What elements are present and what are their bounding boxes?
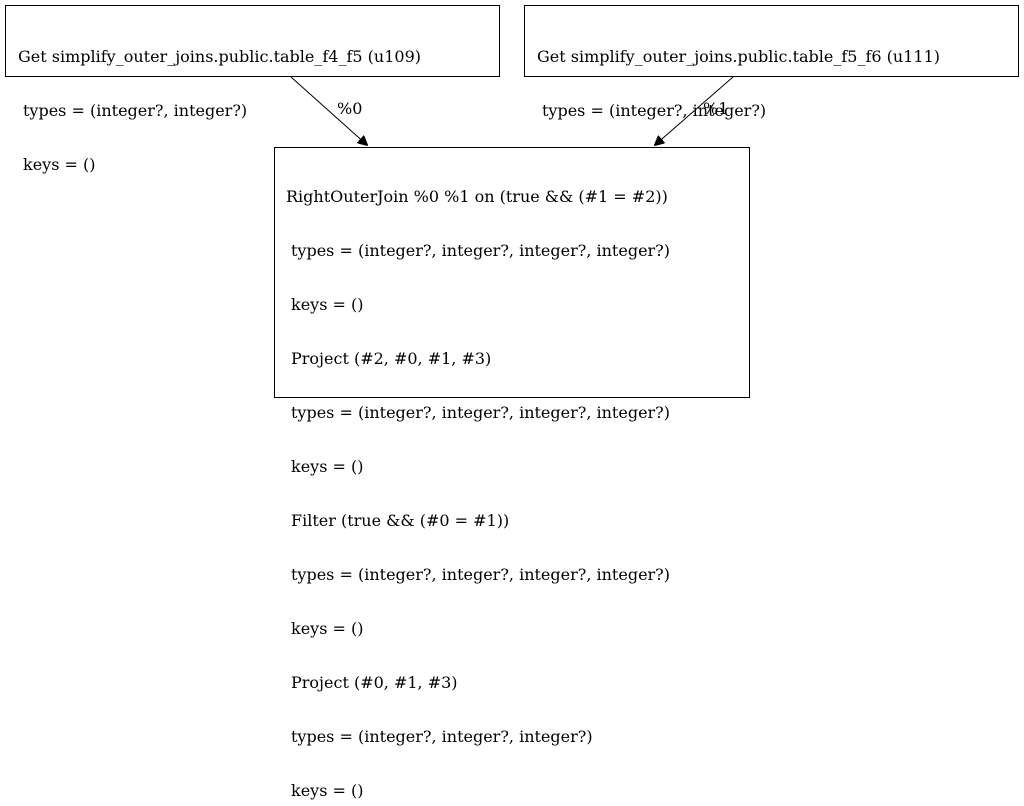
node-types: types = (integer?, integer?) [542, 101, 767, 120]
node-types: types = (integer?, integer?) [23, 101, 248, 120]
node-line: keys = () [291, 781, 364, 800]
node-title: Get simplify_outer_joins.public.table_f5… [537, 47, 940, 66]
node-line: types = (integer?, integer?, integer?, i… [291, 241, 670, 260]
node-title: Get simplify_outer_joins.public.table_f4… [18, 47, 421, 66]
node-line: Project (#0, #1, #3) [291, 673, 458, 692]
node-line: types = (integer?, integer?, integer?, i… [291, 403, 670, 422]
edge-1-line [655, 76, 734, 145]
node-get-table-f4-f5: Get simplify_outer_joins.public.table_f4… [5, 5, 500, 174]
node-keys: keys = () [23, 155, 96, 174]
node-line: keys = () [291, 295, 364, 314]
node-get-table-f5-f6: Get simplify_outer_joins.public.table_f5… [524, 5, 1019, 174]
node-line: types = (integer?, integer?, integer?, i… [291, 565, 670, 584]
node-right-outer-join: RightOuterJoin %0 %1 on (true && (#1 = #… [274, 147, 750, 800]
edges-layer [290, 76, 734, 403]
node-line: keys = () [291, 457, 364, 476]
edge-1-label: %1 [703, 99, 729, 118]
node-line: keys = () [291, 619, 364, 638]
node-title: RightOuterJoin %0 %1 on (true && (#1 = #… [286, 187, 668, 206]
node-line: types = (integer?, integer?, integer?) [291, 727, 593, 746]
node-line: Project (#2, #0, #1, #3) [291, 349, 492, 368]
edge-0-line [290, 76, 367, 145]
edge-0-label: %0 [337, 99, 363, 118]
node-line: Filter (true && (#0 = #1)) [291, 511, 510, 530]
